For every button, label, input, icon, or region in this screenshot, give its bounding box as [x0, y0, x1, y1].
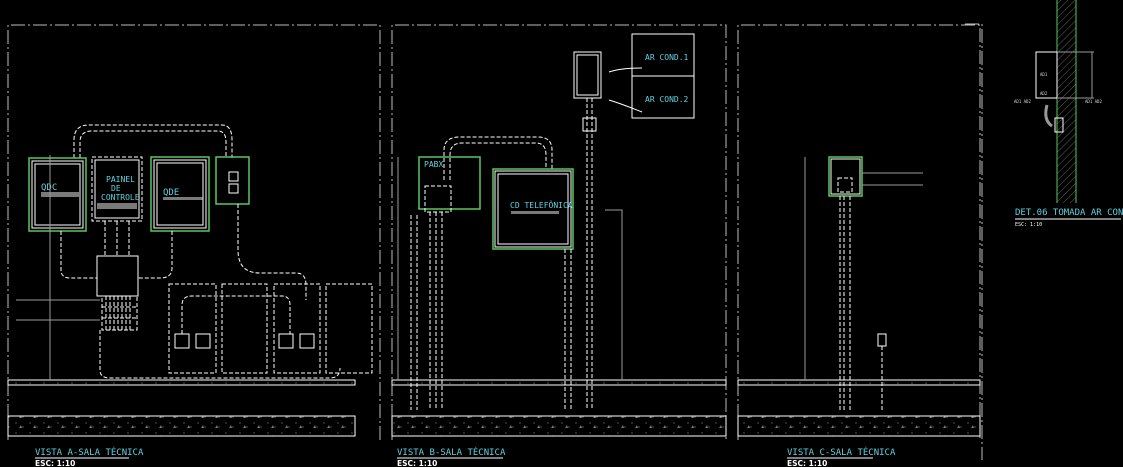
detail-frame	[965, 23, 983, 460]
conduit	[443, 136, 553, 180]
view-a-slab	[7, 415, 356, 437]
cable	[1044, 104, 1053, 128]
painel-label-3: CONTROLE	[101, 193, 140, 202]
view-c-scale: ESC: 1:10	[787, 459, 827, 467]
junction-box	[582, 117, 597, 132]
detail-scale: ESC: 1:10	[1015, 222, 1042, 228]
view-b-floor	[391, 379, 727, 386]
ad2-label: AD2	[1040, 91, 1048, 96]
pabx: PABX	[418, 156, 481, 213]
cd-telefonica-label: CD TELEFÔNICA	[510, 199, 573, 210]
conduit	[99, 204, 341, 379]
qdc-label: QDC	[41, 183, 57, 193]
conduit	[586, 98, 593, 410]
ar-cond-1-label: AR COND.1	[645, 53, 689, 62]
dimension-lines	[16, 155, 100, 380]
ad-dim-left: AD1 AD2	[1014, 99, 1031, 104]
detail-outlet-box	[1035, 51, 1058, 99]
view-a-frame	[7, 24, 381, 440]
view-a: QDC PAINEL DE CONTROLE QDE	[7, 24, 381, 467]
view-c-box	[828, 156, 863, 197]
view-c-title: VISTA C-SALA TÉCNICA	[787, 446, 896, 458]
view-b-frame	[391, 24, 727, 440]
dimension-lines	[804, 157, 923, 380]
pabx-label: PABX	[424, 160, 443, 169]
equipment-cabinets	[168, 283, 373, 374]
conduit	[839, 196, 851, 410]
conduit	[60, 221, 173, 279]
detail-tomada: AD1 AD2 AD1 AD2 AD1 AD2 DET.06 TOMADA AR…	[965, 0, 1123, 460]
ad-dim-right: AD1 AD2	[1085, 99, 1102, 104]
qde-label: QDE	[163, 188, 179, 198]
conduit	[410, 212, 572, 410]
wall-lines	[1056, 0, 1077, 203]
painel-label-2: DE	[111, 184, 121, 193]
qde-panel: QDE	[150, 156, 210, 232]
qdc-panel: QDC	[28, 157, 87, 232]
view-a-scale: ESC: 1:10	[35, 459, 75, 467]
view-b-scale: ESC: 1:10	[397, 459, 437, 467]
junction-box	[96, 255, 139, 297]
view-a-title: VISTA A-SALA TÉCNICA	[35, 446, 144, 458]
view-b-slab	[391, 415, 727, 437]
dimension-lines	[1057, 51, 1094, 99]
conduit	[79, 130, 227, 158]
terminal-grid	[101, 295, 138, 331]
ad1-label: AD1	[1040, 72, 1048, 77]
view-c: VISTA C-SALA TÉCNICA ESC: 1:10	[737, 24, 981, 467]
outlet-box	[573, 51, 602, 99]
painel-de-controle: PAINEL DE CONTROLE	[91, 156, 143, 222]
view-c-floor	[737, 379, 981, 386]
dimension-lines	[397, 157, 623, 380]
ar-cond-units: AR COND.1 AR COND.2	[631, 33, 695, 119]
control-box	[215, 156, 250, 205]
outlet	[877, 333, 887, 347]
ar-cond-2-label: AR COND.2	[645, 95, 689, 104]
view-b-title: VISTA B-SALA TÉCNICA	[397, 446, 506, 458]
view-c-slab	[737, 415, 981, 437]
view-a-floor	[7, 379, 356, 386]
detail-title: DET.06 TOMADA AR COND.	[1015, 208, 1123, 218]
wall-hatch	[1057, 0, 1076, 203]
view-c-frame	[737, 24, 981, 440]
view-b: AR COND.1 AR COND.2 PABX CD TELEFÔNICA V…	[391, 24, 727, 467]
cd-telefonica: CD TELEFÔNICA	[492, 168, 574, 250]
painel-label-1: PAINEL	[106, 175, 135, 184]
conduit	[73, 124, 233, 158]
cable	[608, 67, 643, 113]
